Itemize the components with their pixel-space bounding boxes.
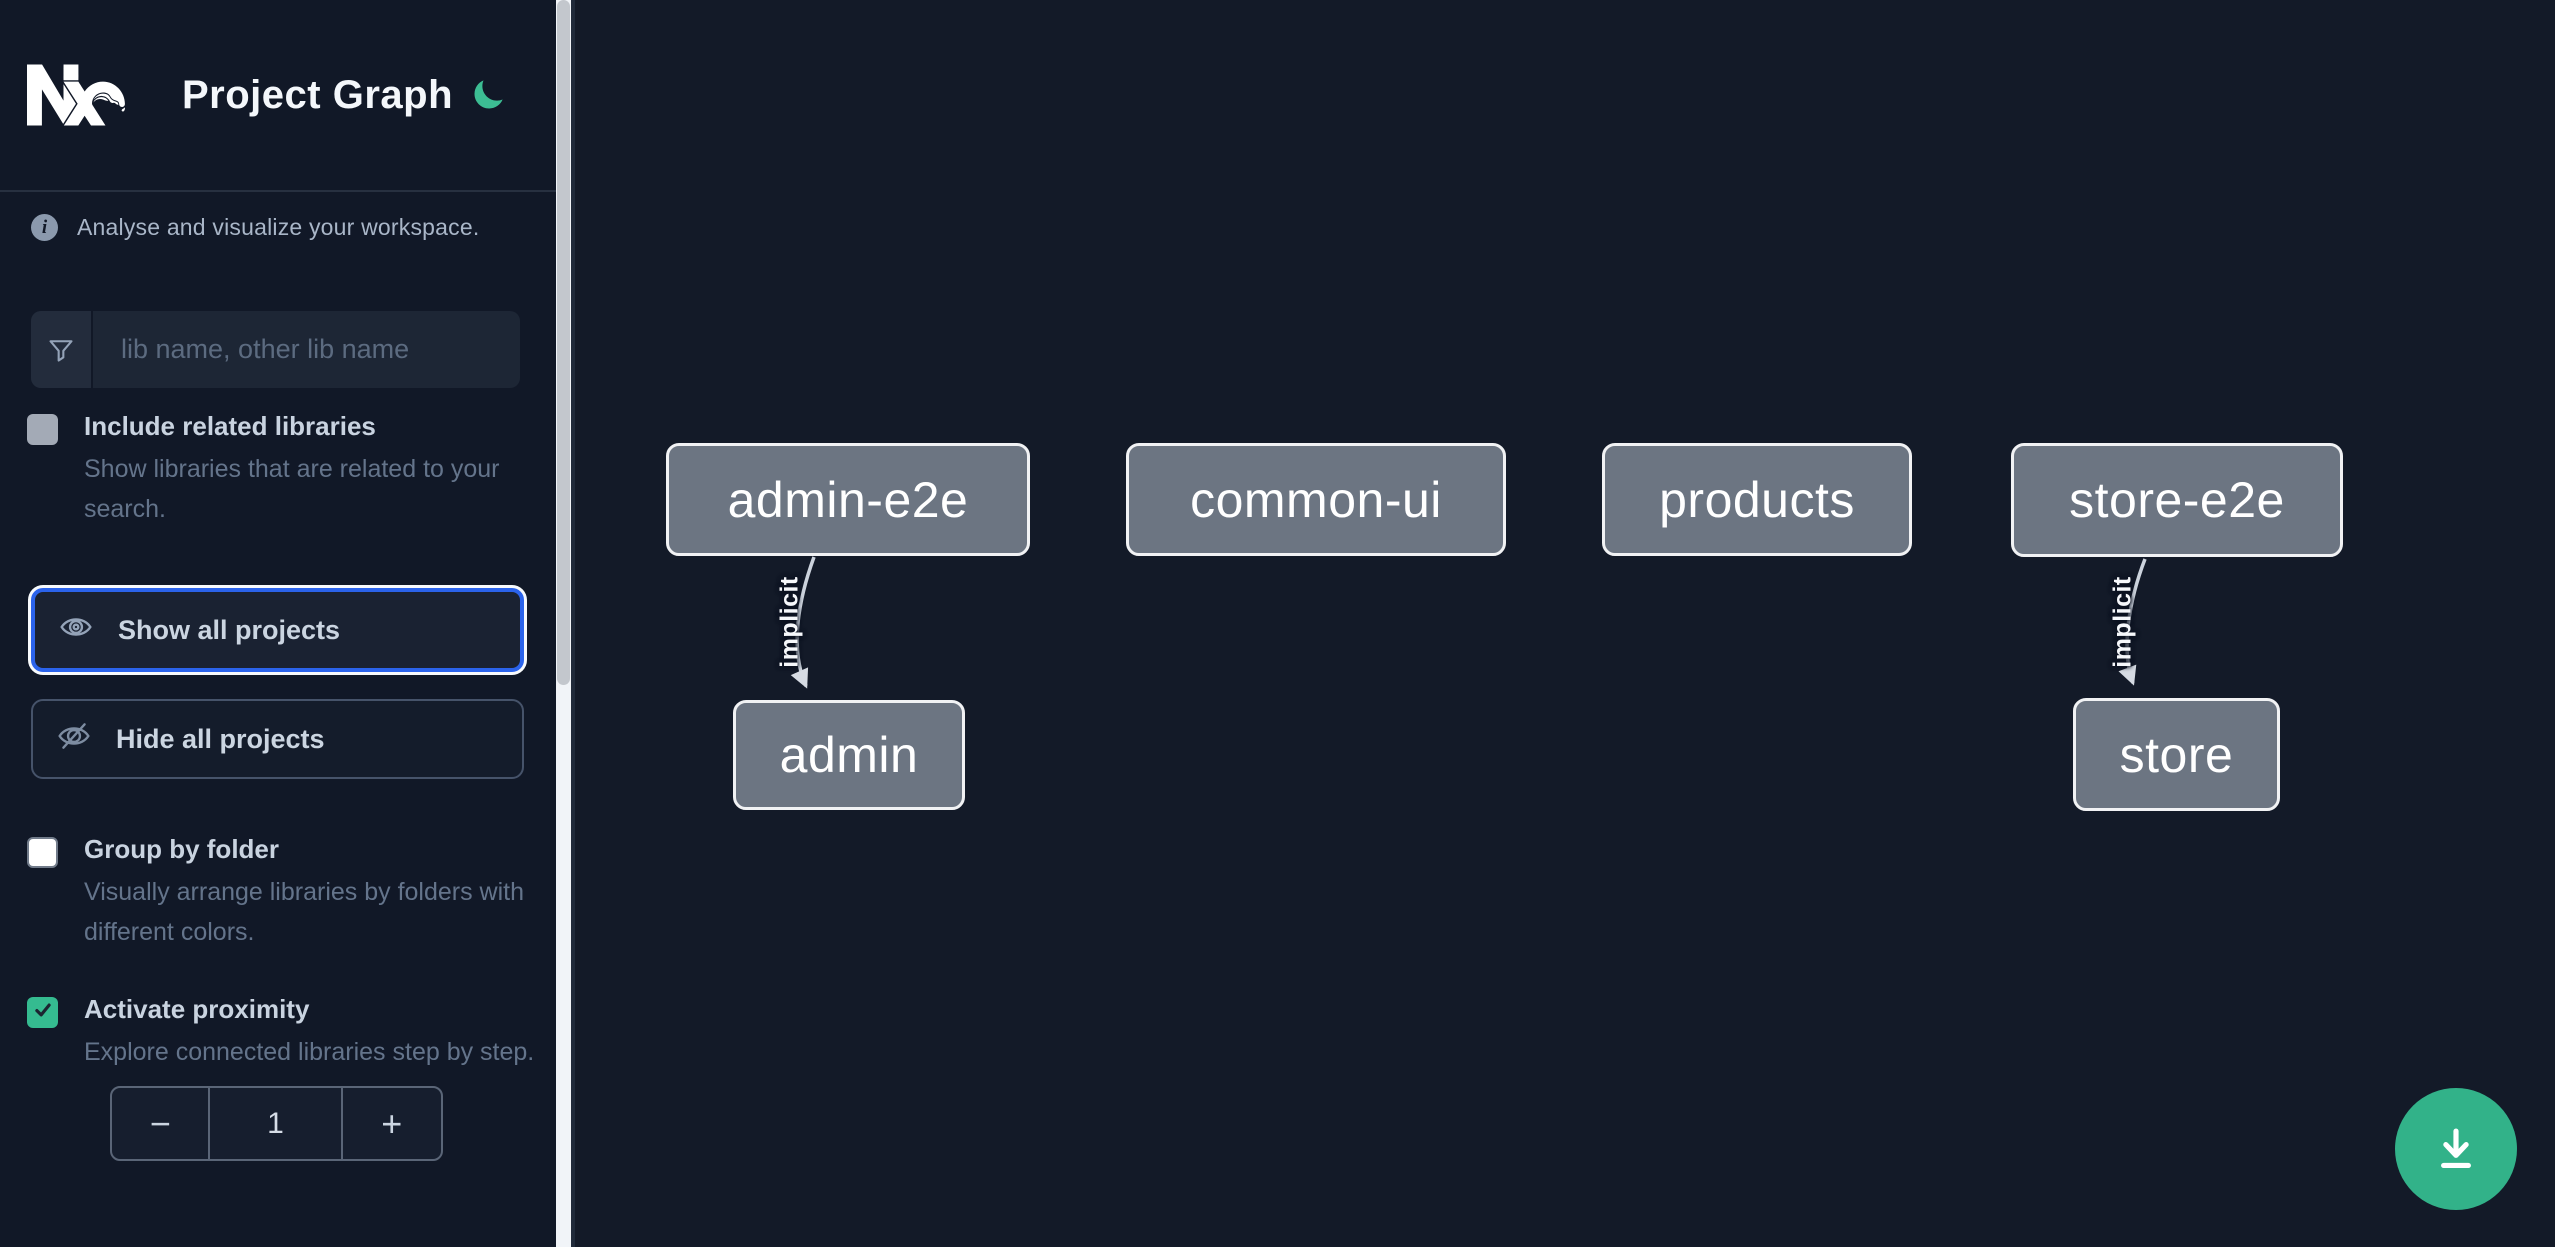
group-by-folder-label: Group by folder — [84, 834, 279, 864]
theme-toggle-button[interactable] — [470, 77, 506, 113]
option-activate-proximity: Activate proximity Explore connected lib… — [27, 994, 556, 1072]
info-text: Analyse and visualize your workspace. — [77, 214, 480, 240]
node-admin[interactable]: admin — [733, 700, 965, 810]
search-input[interactable] — [93, 311, 520, 388]
filter-funnel-icon — [31, 311, 93, 388]
node-store[interactable]: store — [2073, 698, 2280, 811]
option-include-related: Include related libraries Show libraries… — [27, 411, 556, 529]
moon-icon — [470, 80, 506, 116]
node-products[interactable]: products — [1602, 443, 1912, 556]
stepper-value: 1 — [208, 1088, 343, 1159]
sidebar: Project Graph i Analyse and visualize yo… — [0, 0, 556, 1247]
checkmark-icon — [32, 999, 54, 1026]
activate-proximity-description: Explore connected libraries step by step… — [84, 1038, 535, 1066]
edge-store-e2e-to-store — [2118, 558, 2147, 686]
include-related-checkbox[interactable] — [27, 414, 58, 445]
node-store-e2e[interactable]: store-e2e — [2011, 443, 2343, 557]
include-related-label: Include related libraries — [84, 411, 376, 441]
graph-edges — [790, 556, 2147, 689]
nx-logo-icon — [27, 46, 125, 144]
page-title: Project Graph — [182, 72, 454, 117]
hide-all-projects-label: Hide all projects — [116, 723, 325, 754]
show-all-projects-button[interactable]: Show all projects — [31, 588, 524, 672]
option-group-by-folder: Group by folder Visually arrange librari… — [27, 834, 556, 952]
activate-proximity-checkbox[interactable] — [27, 997, 58, 1028]
project-graph-canvas[interactable]: admin-e2e common-ui products store-e2e a… — [571, 0, 2555, 1247]
hide-all-projects-button[interactable]: Hide all projects — [31, 699, 524, 779]
sidebar-scrollbar-thumb[interactable] — [557, 0, 570, 685]
sidebar-header: Project Graph — [0, 0, 556, 192]
eye-icon — [59, 610, 93, 651]
proximity-depth-stepper: − 1 + — [110, 1086, 443, 1161]
group-by-folder-description: Visually arrange libraries by folders wi… — [84, 878, 525, 946]
workspace-info: i Analyse and visualize your workspace. — [31, 214, 556, 241]
group-by-folder-checkbox[interactable] — [27, 837, 58, 868]
search-box — [31, 311, 520, 388]
sidebar-scrollbar[interactable] — [556, 0, 571, 1247]
edge-admin-e2e-to-admin — [790, 556, 816, 689]
increment-button[interactable]: + — [343, 1088, 441, 1159]
show-all-projects-label: Show all projects — [118, 614, 341, 645]
eye-off-icon — [57, 719, 91, 760]
download-icon — [2429, 1121, 2483, 1178]
info-icon: i — [31, 214, 58, 241]
node-common-ui[interactable]: common-ui — [1126, 443, 1506, 556]
node-admin-e2e[interactable]: admin-e2e — [666, 443, 1030, 556]
activate-proximity-label: Activate proximity — [84, 994, 310, 1024]
include-related-description: Show libraries that are related to your … — [84, 455, 500, 523]
download-graph-button[interactable] — [2395, 1088, 2517, 1210]
decrement-button[interactable]: − — [112, 1088, 208, 1159]
